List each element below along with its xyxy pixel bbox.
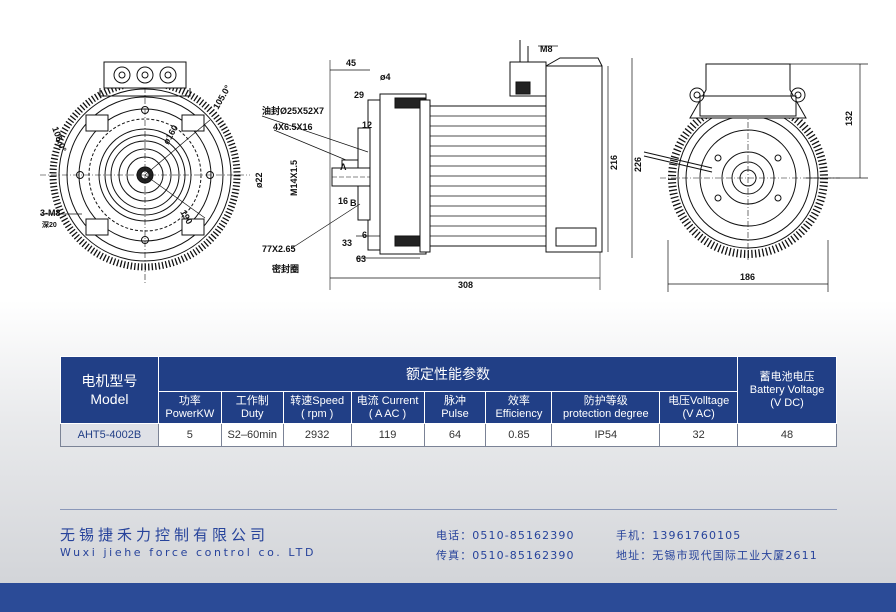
dim-phi4: ø4 [380,72,391,82]
dim-186: 186 [740,272,755,282]
screw-depth-label: 深20 [42,220,57,229]
dim-132: 132 [844,111,854,126]
telephone: 电话：0510-85162390 [436,529,575,542]
dim-6: 6 [362,230,367,240]
angle-right-label: 105.0° [211,83,233,111]
voltage-cell: 32 [659,423,739,447]
terminal-box [103,61,187,89]
model-header: 电机型号 Model [60,356,159,424]
dim-63: 63 [356,254,366,264]
spec-table: 电机型号 Model 额定性能参数 蓄电池电压 Battery Voltage … [60,356,837,447]
dim-226: 226 [633,157,643,172]
rear-view [643,63,868,292]
table-row: AHT5-4002B 5 S2–60min 2932 119 64 0.85 I… [60,423,837,447]
dim-phi22: ø22 [254,172,264,188]
dim-m8: M8 [540,44,553,54]
battery-voltage-header: 蓄电池电压 Battery Voltage (V DC) [737,356,837,424]
oil-seal-label: 油封Ø25X52X7 [262,105,324,116]
duty-cell: S2–60min [220,423,284,447]
speed-cell: 2932 [282,423,352,447]
dim-308: 308 [458,280,473,290]
col-voltage-header: 电压Volltage(V AC) [659,391,739,424]
fax: 传真：0510-85162390 [436,549,575,562]
seal-ring-label: 密封圈 [271,263,299,274]
screw-label: 3-M8 [40,208,61,218]
footer-divider [60,509,837,510]
front-view [40,61,250,285]
current-cell: 119 [350,423,425,447]
mobile: 手机：13961760105 [616,529,742,542]
body-fins [426,115,546,237]
address: 地址：无锡市现代国际工业大厦2611 [616,549,818,562]
power-cell: 5 [157,423,222,447]
dim-m14: M14X1.5 [289,160,299,196]
efficiency-cell: 0.85 [485,423,553,447]
dim-a: A [340,162,347,172]
motor-technical-drawing: 105.0° 105.0° ø160 190 3-M8 深20 [40,40,868,292]
oring-label: 77X2.65 [262,244,296,254]
col-speed-header: 转速Speed( rpm ) [282,391,352,424]
dim-12: 12 [362,120,372,130]
dim-b: B [350,198,357,208]
company-name-en: Wuxi jiehe force control co. LTD [60,546,317,559]
dim-216: 216 [609,155,619,170]
dim-45: 45 [346,58,356,68]
side-view [261,40,633,290]
col-current-header: 电流 Current( A AC ) [350,391,425,424]
protection-cell: IP54 [551,423,661,447]
key-label: 4X6.5X16 [273,122,313,132]
battery-cell: 48 [737,423,837,447]
model-cell: AHT5-4002B [60,423,159,447]
dim-33: 33 [342,238,352,248]
company-name-cn: 无锡捷禾力控制有限公司 [60,526,270,544]
dim-29: 29 [354,90,364,100]
pulse-cell: 64 [423,423,487,447]
rated-performance-header: 额定性能参数 [157,356,739,392]
bottom-bar [0,583,896,612]
dim-16: 16 [338,196,348,206]
